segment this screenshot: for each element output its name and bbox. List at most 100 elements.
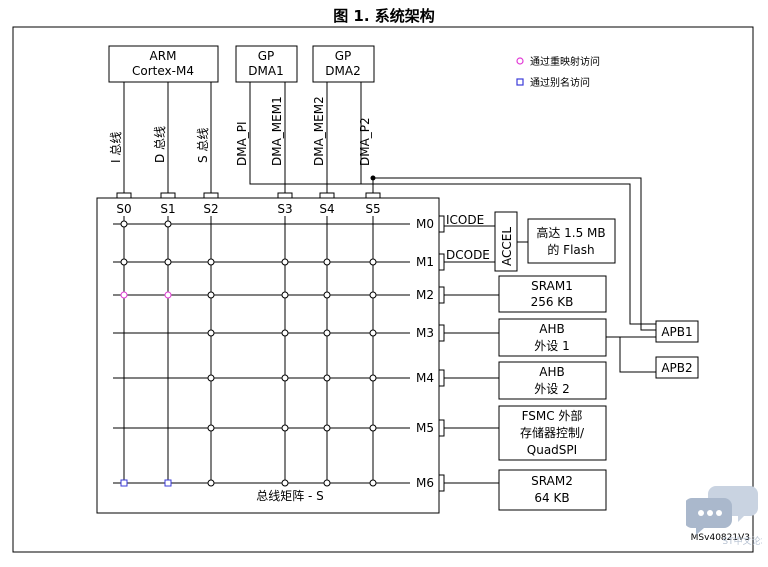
crosspoint-node <box>281 374 289 382</box>
master-port-m5: M5 <box>416 421 434 435</box>
dma-mem2-label: DMA_MEM2 <box>312 96 326 166</box>
crosspoint-node <box>369 291 377 299</box>
watermark-text: ST中文论坛 <box>722 535 762 546</box>
master-port-m0: M0 <box>416 217 434 231</box>
crosspoint-node <box>164 220 172 228</box>
sram2-block <box>498 469 607 511</box>
gp-dma2-block <box>312 45 375 83</box>
apb2-block <box>655 356 699 379</box>
crosspoint-node <box>323 374 331 382</box>
crosspoint-node <box>323 479 331 487</box>
slave-port-s0: S0 <box>116 202 131 216</box>
apb2-label: APB2 <box>661 361 692 375</box>
crosspoint-node <box>164 258 172 266</box>
figure-title: 图 1. 系统架构 <box>333 7 435 25</box>
crosspoint-node <box>281 329 289 337</box>
ahb2-line2: 外设 2 <box>534 382 569 396</box>
master-port-m4: M4 <box>416 371 434 385</box>
dma-p2-label: DMA_P2 <box>358 117 372 166</box>
gp-dma1-block <box>235 45 298 83</box>
master-port-m1: M1 <box>416 255 434 269</box>
crosspoint-node <box>369 424 377 432</box>
ahb1-block <box>498 318 607 357</box>
remap-node <box>164 291 172 299</box>
legend-remap-marker <box>516 57 524 65</box>
legend-alias-marker <box>516 78 524 86</box>
cortex-m4-line1: ARM <box>150 49 177 63</box>
crosspoint-node <box>207 374 215 382</box>
alias-node <box>120 479 128 487</box>
crosspoint-node <box>120 220 128 228</box>
outer-frame <box>12 26 754 553</box>
alias-node <box>164 479 172 487</box>
gp-dma1-line2: DMA1 <box>248 64 283 78</box>
fsmc-line3: QuadSPI <box>527 443 577 457</box>
crosspoint-node <box>207 479 215 487</box>
slave-port-s4: S4 <box>319 202 334 216</box>
dma-mem1-label: DMA_MEM1 <box>270 96 284 166</box>
cortex-m4-block <box>108 45 219 83</box>
dbus-label: D 总线 <box>153 126 167 163</box>
master-port-m2: M2 <box>416 288 434 302</box>
slave-port-tabs <box>116 192 381 199</box>
crosspoint-node <box>369 258 377 266</box>
crosspoint-node <box>120 258 128 266</box>
fsmc-line1: FSMC 外部 <box>522 408 583 423</box>
crosspoint-node <box>281 424 289 432</box>
bus-matrix-box <box>96 197 440 514</box>
crosspoint-node <box>323 291 331 299</box>
forum-watermark-logo: ST中文论坛 <box>686 486 762 546</box>
ahb1-line2: 外设 1 <box>534 339 569 353</box>
dcode-label: DCODE <box>446 248 490 262</box>
sram1-block <box>498 275 607 313</box>
sram1-line2: 256 KB <box>531 295 574 309</box>
dma-pi-label: DMA_PI <box>235 121 249 166</box>
gp-dma1-line1: GP <box>258 49 275 63</box>
crosspoint-node <box>281 258 289 266</box>
master-port-m3: M3 <box>416 326 434 340</box>
crosspoint-node <box>369 479 377 487</box>
apb1-label: APB1 <box>661 325 692 339</box>
gp-dma2-line2: DMA2 <box>325 64 360 78</box>
sram2-line2: 64 KB <box>534 491 569 505</box>
crosspoint-node <box>207 424 215 432</box>
ahb1-line1: AHB <box>539 322 564 336</box>
remap-node <box>120 291 128 299</box>
crosspoint-node <box>281 291 289 299</box>
bus-matrix-label: 总线矩阵 - S <box>256 489 324 503</box>
ibus-label: I 总线 <box>109 132 123 163</box>
cortex-m4-line2: Cortex-M4 <box>132 64 194 78</box>
flash-line2: 的 Flash <box>547 242 594 257</box>
crosspoint-nodes <box>120 220 377 487</box>
legend-remap-text: 通过重映射访问 <box>530 55 600 68</box>
master-bus-lines <box>123 82 656 331</box>
flash-block <box>527 218 616 264</box>
flash-line1: 高达 1.5 MB <box>536 225 605 240</box>
slave-port-s1: S1 <box>160 202 175 216</box>
apb1-block <box>655 320 699 343</box>
master-port-m6: M6 <box>416 476 434 490</box>
ahb-apb-lines <box>606 336 656 373</box>
sbus-label: S 总线 <box>196 128 210 163</box>
crosspoint-node <box>369 374 377 382</box>
accel-label: ACCEL <box>500 227 514 266</box>
slave-port-s3: S3 <box>277 202 292 216</box>
slave-port-s2: S2 <box>203 202 218 216</box>
dma-p2-junction <box>370 175 376 181</box>
ahb2-block <box>498 361 607 400</box>
crosspoint-node <box>281 479 289 487</box>
crosspoint-node <box>323 258 331 266</box>
master-port-tabs <box>438 215 445 492</box>
version-label: MSv40821V3 <box>691 533 750 543</box>
sram1-line1: SRAM1 <box>531 279 573 293</box>
ahb2-line1: AHB <box>539 365 564 379</box>
icode-label: ICODE <box>446 213 484 227</box>
matrix-horizontal-lines <box>113 223 410 484</box>
sram2-line1: SRAM2 <box>531 474 573 488</box>
crosspoint-node <box>207 258 215 266</box>
legend-alias-text: 通过别名访问 <box>530 76 590 89</box>
crosspoint-node <box>323 329 331 337</box>
fsmc-line2: 存储器控制/ <box>520 425 585 440</box>
gp-dma2-line1: GP <box>335 49 352 63</box>
